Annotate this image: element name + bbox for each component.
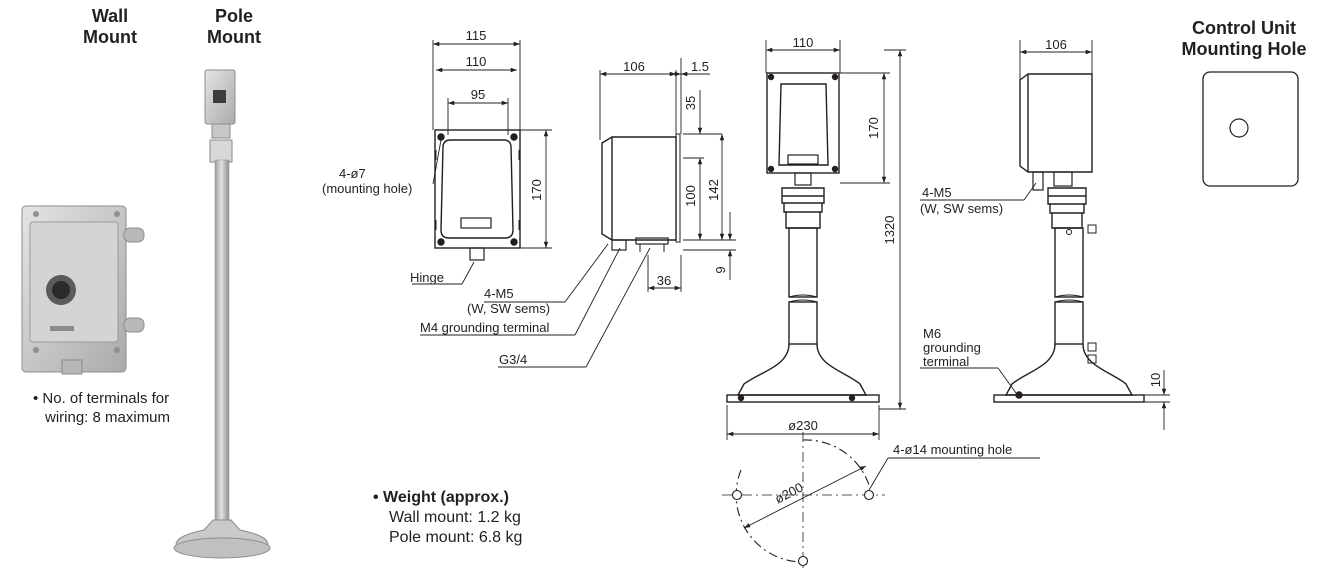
front-dim-95: 95: [471, 87, 485, 102]
m4-ground-label: M4 grounding terminal: [420, 320, 549, 335]
control-unit-header: Control Unit Mounting Hole: [1164, 18, 1324, 60]
base-hole-pattern: [722, 432, 1040, 568]
pole-side-dimensions: [920, 40, 1170, 430]
front-view-dimensions: [412, 40, 552, 285]
pole-front-dim-110: 110: [793, 35, 814, 50]
pole-front-dim-1320: 1320: [882, 216, 897, 245]
front-hole-label: 4-ø7: [339, 166, 366, 181]
terminals-note-line2: wiring: 8 maximum: [45, 409, 171, 426]
g34-label: G3/4: [499, 352, 527, 367]
wall-mount-header-line2: Mount: [83, 27, 137, 47]
side-dim-35: 35: [683, 96, 698, 110]
wall-mount-photo: [21, 205, 145, 375]
front-dim-115: 115: [466, 28, 487, 43]
weight-wall: Wall mount: 1.2 kg: [389, 509, 521, 526]
pole-side-drawing: [993, 73, 1145, 403]
pole-side-dim-10: 10: [1148, 373, 1163, 387]
side-dim-1-5: 1.5: [691, 59, 709, 74]
weight-pole: Pole mount: 6.8 kg: [389, 529, 523, 546]
front-hole-sublabel: (mounting hole): [322, 181, 412, 196]
front-view-drawing: [434, 129, 521, 261]
weight-title: • Weight (approx.): [373, 489, 509, 506]
pole-front-drawing: [726, 72, 880, 403]
wall-mount-header-line1: Wall: [91, 6, 129, 26]
side-dim-9: 9: [713, 266, 728, 273]
m6-label-line1: M6: [923, 326, 941, 341]
terminals-note-line1: • No. of terminals for: [33, 390, 170, 407]
side-screw-label: 4-M5: [484, 286, 514, 301]
front-dim-170: 170: [529, 179, 544, 201]
front-dim-110: 110: [466, 54, 487, 69]
side-dim-142: 142: [706, 179, 721, 201]
side-dim-36: 36: [657, 273, 671, 288]
pole-mount-header: Pole Mount: [184, 6, 284, 48]
base-pcd-200: ø200: [772, 480, 805, 507]
pole-side-screw-sublabel: (W, SW sems): [920, 201, 1003, 216]
wall-mount-header: Wall Mount: [60, 6, 160, 48]
pole-front-dim-170: 170: [866, 117, 881, 139]
side-view-drawing: [601, 133, 681, 252]
control-unit-header-line1: Control Unit: [1192, 18, 1296, 38]
pole-side-dim-106: 106: [1045, 37, 1067, 52]
pole-mount-photo: [173, 69, 271, 559]
side-view-dimensions: [420, 58, 736, 368]
weight-block: • Weight (approx.) Wall mount: 1.2 kg Po…: [373, 488, 522, 548]
pole-mount-header-line2: Mount: [207, 27, 261, 47]
side-dim-100: 100: [683, 185, 698, 207]
pole-front-dim-230: ø230: [788, 418, 818, 433]
m6-label-line2: grounding: [923, 340, 981, 355]
side-dim-106: 106: [623, 59, 645, 74]
terminals-note: • No. of terminals for wiring: 8 maximum: [33, 389, 170, 427]
mounting-hole-icon: [1229, 118, 1249, 138]
base-hole-label: 4-ø14 mounting hole: [893, 442, 1012, 457]
pole-mount-header-line1: Pole: [214, 6, 253, 26]
m6-label-line3: terminal: [923, 354, 969, 369]
side-screw-sublabel: (W, SW sems): [467, 301, 550, 316]
control-unit-header-line2: Mounting Hole: [1181, 39, 1307, 59]
control-unit-panel: [1202, 71, 1299, 187]
pole-side-screw-label: 4-M5: [922, 185, 952, 200]
hinge-label: Hinge: [410, 270, 444, 285]
